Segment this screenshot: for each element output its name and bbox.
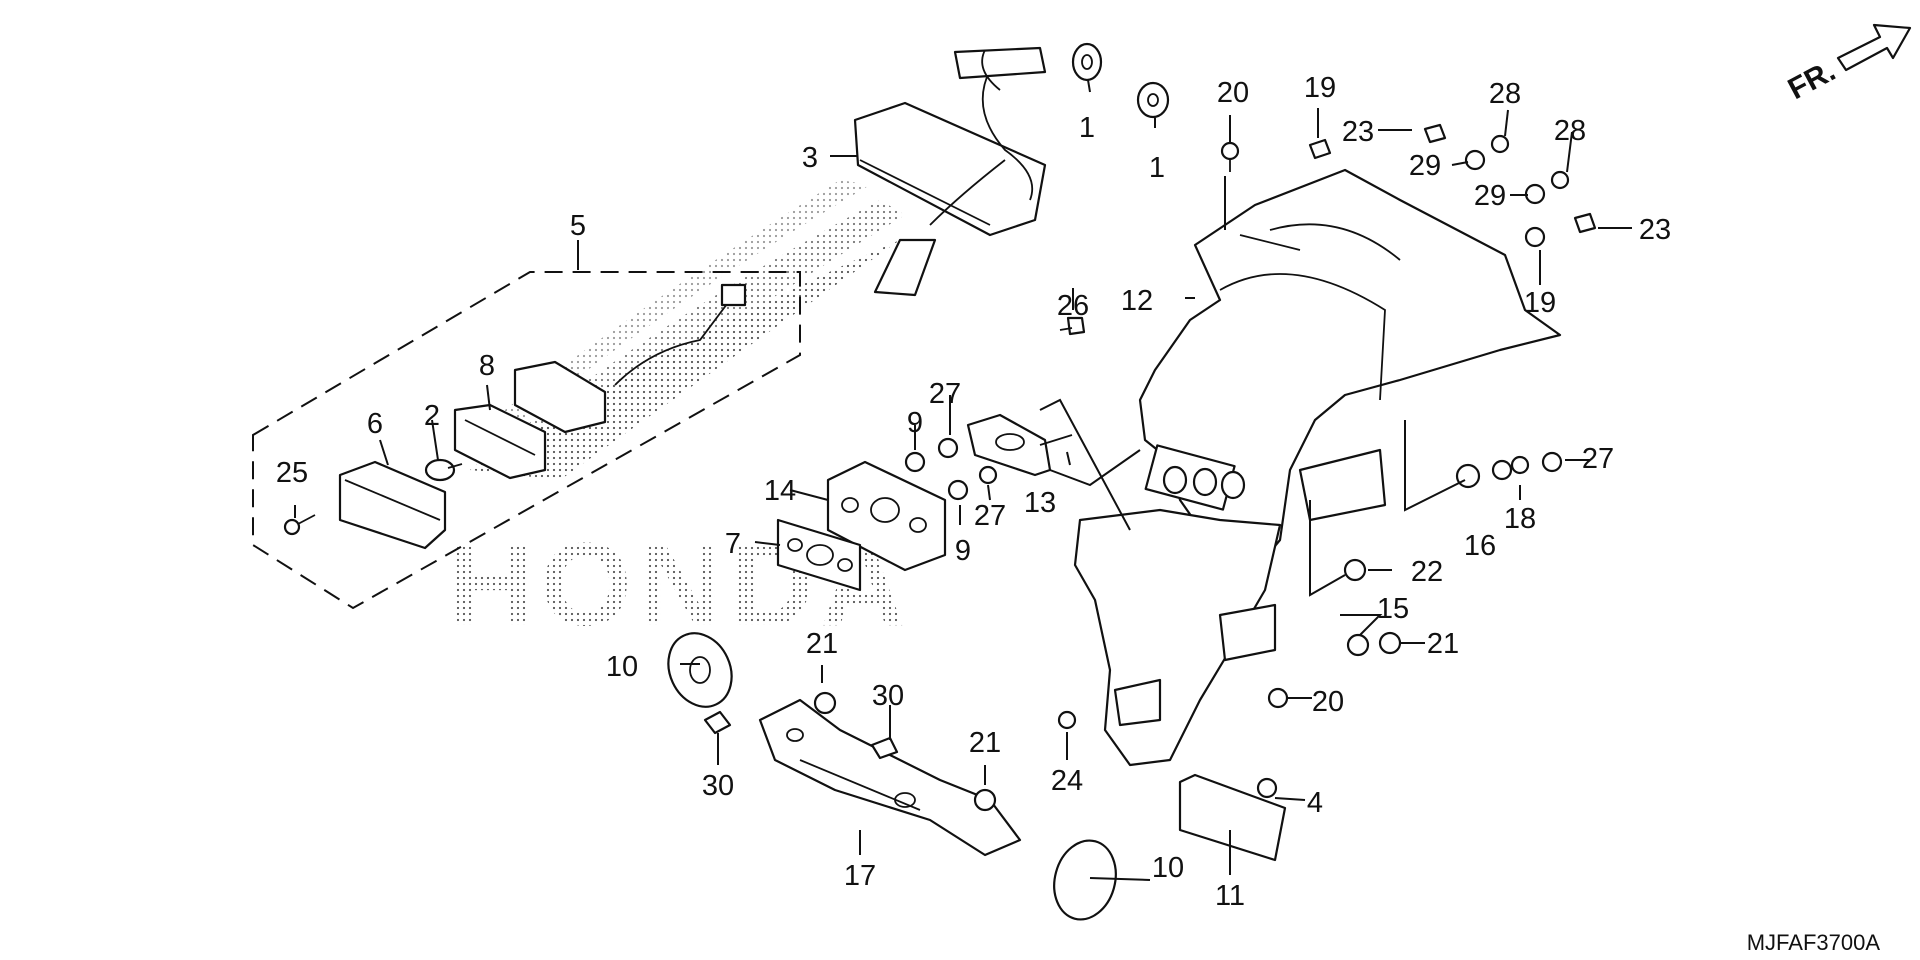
grommet-10b	[1053, 839, 1117, 921]
callout-5: 5	[570, 210, 586, 242]
callout-4: 4	[1307, 787, 1323, 819]
callout-16: 16	[1464, 530, 1496, 562]
plate-bracket-17	[758, 698, 1022, 857]
callout-17: 17	[844, 860, 876, 892]
screw-25	[283, 514, 316, 536]
callout-21a: 21	[806, 628, 838, 660]
callout-27b: 27	[974, 500, 1006, 532]
callout-18: 18	[1504, 503, 1536, 535]
callout-7: 7	[725, 528, 741, 560]
callout-8: 8	[479, 350, 495, 382]
callout-22: 22	[1411, 556, 1443, 588]
rear-fender	[1073, 168, 1562, 767]
callout-9b: 9	[955, 535, 971, 567]
callout-27a: 27	[929, 378, 961, 410]
leader-lines	[294, 79, 1632, 881]
callout-29b: 29	[1474, 180, 1506, 212]
callout-30a: 30	[872, 680, 904, 712]
bulb-2	[424, 458, 463, 482]
callout-28b: 28	[1554, 115, 1586, 147]
front-direction-label: FR.	[1783, 54, 1841, 106]
callout-19b: 19	[1524, 287, 1556, 319]
callout-11: 11	[1215, 880, 1245, 912]
callout-26: 26	[1057, 290, 1089, 322]
license-light-housing-6	[338, 460, 447, 550]
callout-21b: 21	[969, 727, 1001, 759]
callout-1a: 1	[1079, 112, 1095, 144]
callout-labels: 1 1 2 3 4 5 6 7 8 9 9 10 10 11 12 13 14 …	[276, 72, 1671, 912]
front-direction-indicator: FR.	[1783, 23, 1912, 106]
grommet-1b	[1136, 81, 1170, 119]
callout-2: 2	[424, 400, 440, 432]
callout-19a: 19	[1304, 72, 1336, 104]
callout-6: 6	[367, 408, 383, 440]
callout-24: 24	[1051, 765, 1083, 797]
callout-12: 12	[1121, 285, 1153, 317]
license-bracket-13	[966, 413, 1073, 477]
callout-28a: 28	[1489, 78, 1521, 110]
callout-21c: 21	[1427, 628, 1459, 660]
assembly-5-outline	[252, 271, 801, 610]
callout-20b: 20	[1312, 686, 1344, 718]
lens-8	[453, 403, 547, 480]
callout-10a: 10	[606, 651, 638, 683]
reflector-lens-14	[826, 460, 947, 572]
callout-27c: 27	[1582, 443, 1614, 475]
callout-30b: 30	[702, 770, 734, 802]
callout-20a: 20	[1217, 77, 1249, 109]
socket-8	[513, 283, 747, 434]
callout-9a: 9	[907, 407, 923, 439]
callout-25: 25	[276, 457, 308, 489]
callout-15: 15	[1377, 593, 1409, 625]
bolt-26	[1059, 316, 1086, 336]
callout-29a: 29	[1409, 150, 1441, 182]
grommet-1a	[1071, 42, 1103, 82]
tail-light-assembly	[853, 46, 1047, 297]
callout-14: 14	[764, 475, 796, 507]
callout-23b: 23	[1639, 214, 1671, 246]
gasket-7	[776, 518, 862, 592]
callout-3: 3	[802, 142, 818, 174]
reflector-11	[1178, 773, 1287, 862]
callout-13: 13	[1024, 487, 1056, 519]
callout-10b: 10	[1152, 852, 1184, 884]
fastener-set	[703, 123, 1597, 812]
callout-1b: 1	[1149, 152, 1165, 184]
grommet-10a	[667, 632, 733, 708]
front-arrow-icon	[1836, 23, 1912, 72]
drawing-code: MJFAF3700A	[1747, 930, 1881, 955]
callout-23a: 23	[1342, 116, 1374, 148]
